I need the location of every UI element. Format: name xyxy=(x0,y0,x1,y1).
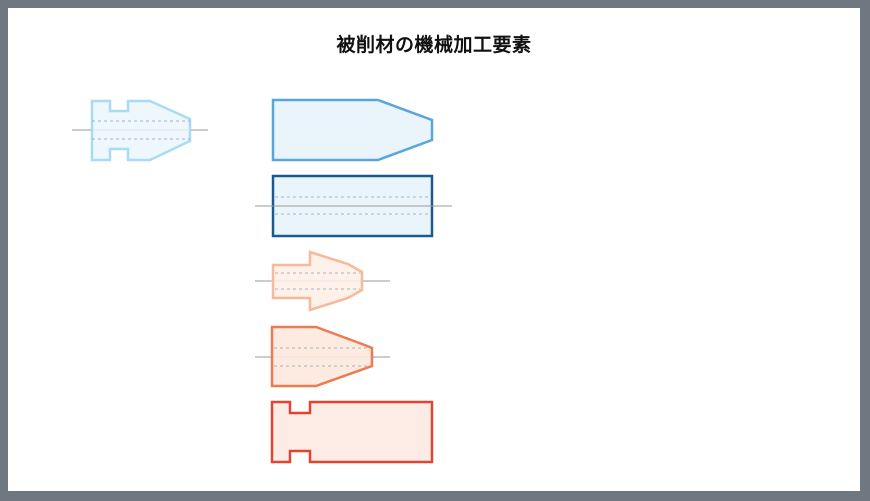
page-title: 被削材の機械加工要素 xyxy=(336,34,532,56)
workpiece-outline xyxy=(271,98,434,162)
shape-arrow-light-orange xyxy=(255,250,390,312)
shape-chamfered-bar-blue xyxy=(271,98,434,162)
diagram-canvas: 被削材の機械加工要素 xyxy=(8,8,860,491)
workpiece-outline xyxy=(270,325,374,388)
workpiece-outline xyxy=(270,400,434,464)
workpiece-outline xyxy=(90,99,192,162)
workpiece-outline xyxy=(271,250,364,312)
shape-bored-rectangle-dark-blue xyxy=(255,174,452,238)
shape-grooved-rectangle-red xyxy=(270,400,434,464)
shape-tapered-orange xyxy=(255,325,390,388)
shape-grooved-arrow-light-blue xyxy=(72,99,208,162)
